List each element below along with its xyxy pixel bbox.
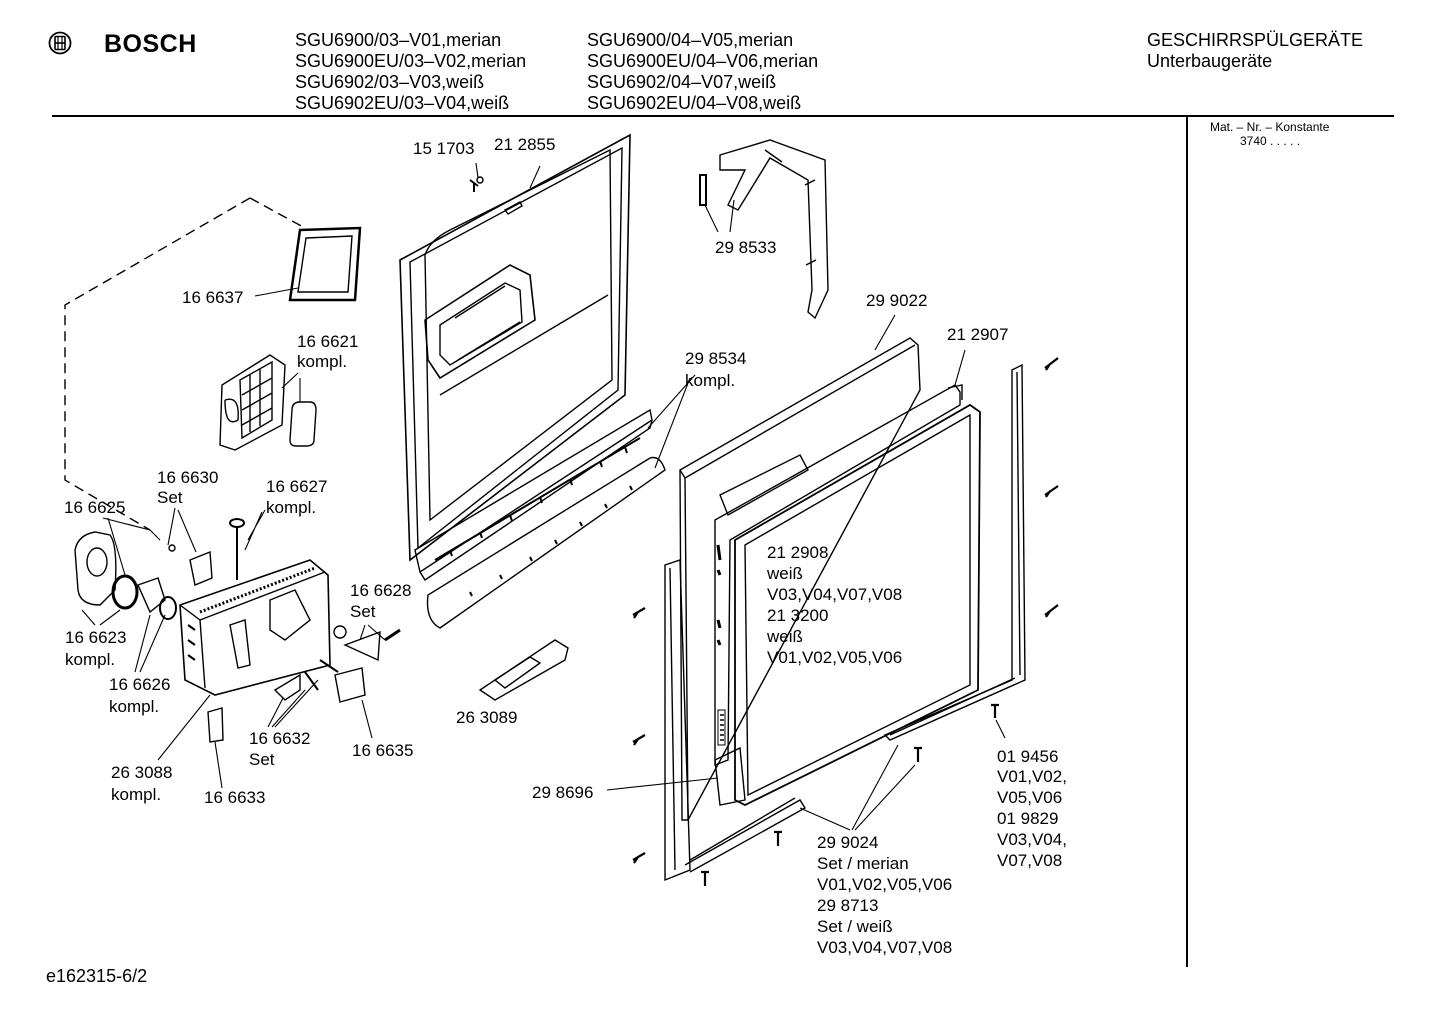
part-labels: 15 1703 21 2855 29 8533 16 6637 16 6621 … [64, 135, 1067, 957]
strip-part-298534 [414, 408, 666, 629]
part-note: V03,V04, [997, 830, 1067, 849]
grid-module-166621 [219, 354, 286, 451]
material-number-label: Mat. – Nr. – Konstante [1210, 120, 1330, 134]
door-inner-panel [399, 133, 631, 562]
frame-part-166637 [288, 226, 362, 302]
part-note: V03,V04,V07,V08 [767, 585, 902, 604]
part-label: 21 2855 [494, 135, 555, 154]
bracket-part-298533 [699, 139, 829, 320]
part-note: kompl. [111, 785, 161, 804]
exploded-parts-diagram: 15 1703 21 2855 29 8533 16 6637 16 6621 … [64, 133, 1067, 957]
model-entry: SGU6902/03–V03,weiß [295, 72, 485, 92]
part-note: Set [249, 750, 275, 769]
bracket-part-298696 [714, 746, 746, 806]
control-housing-263088 [179, 559, 331, 696]
glass-panel-212908 [717, 403, 981, 807]
header-rule [52, 115, 1394, 117]
part-label: 16 6635 [352, 741, 413, 760]
seal-pad [289, 401, 317, 447]
category-block: GESCHIRRSPÜLGERÄTE Unterbaugeräte [1147, 30, 1363, 93]
brand-name: BOSCH [104, 30, 197, 58]
part-label: 29 8534 [685, 349, 746, 368]
part-note: kompl. [297, 352, 347, 371]
part-label: 16 6633 [204, 788, 265, 807]
part-label: 21 2907 [947, 325, 1008, 344]
part-note: kompl. [266, 498, 316, 517]
part-label: 16 6623 [65, 628, 126, 647]
part-label: 01 9829 [997, 809, 1058, 828]
model-entry: SGU6902EU/03–V04,weiß [295, 93, 510, 113]
part-note: kompl. [109, 697, 159, 716]
part-note: V03,V04,V07,V08 [817, 938, 952, 957]
part-note: kompl. [685, 371, 735, 390]
outer-door-panel-299022 [679, 337, 921, 821]
part-label: 01 9456 [997, 747, 1058, 766]
part-note: Set [157, 488, 183, 507]
part-note: V01,V02,V05,V06 [817, 875, 952, 894]
part-note: Set [350, 602, 376, 621]
side-frame-left [664, 559, 806, 882]
part-label: 21 2908 [767, 543, 828, 562]
part-label: 29 8713 [817, 896, 878, 915]
screw-icon [632, 357, 1059, 886]
material-number-panel: Mat. – Nr. – Konstante 3740 . . . . . [1210, 120, 1329, 148]
drawing-code: e162315-6/2 [46, 966, 148, 986]
model-entry: SGU6900EU/04–V06,merian [587, 51, 819, 71]
inner-panel-212907 [714, 384, 963, 767]
part-label: 26 3089 [456, 708, 517, 727]
part-note: V05,V06 [997, 788, 1062, 807]
knob-part-166625 [74, 531, 177, 620]
part-label: 16 6630 [157, 468, 218, 487]
leader-lines [81, 162, 1006, 831]
side-frame-right [883, 363, 1026, 741]
assembly-dashed-line [64, 197, 306, 531]
part-note: kompl. [65, 650, 115, 669]
part-note: V01,V02,V05,V06 [767, 648, 902, 667]
part-label: 29 9024 [817, 833, 878, 852]
part-label: 16 6625 [64, 498, 125, 517]
category-subtitle: Unterbaugeräte [1147, 51, 1273, 71]
part-label: 15 1703 [413, 139, 474, 158]
part-label: 16 6621 [297, 332, 358, 351]
part-label: 29 8533 [715, 238, 776, 257]
part-label: 26 3088 [111, 763, 172, 782]
model-list-1: SGU6900/03–V01,merian SGU6900EU/03–V02,m… [295, 30, 526, 135]
model-list-2: SGU6900/04–V05,merian SGU6900EU/04–V06,m… [587, 30, 818, 135]
part-note: weiß [766, 564, 803, 583]
part-note: weiß [766, 627, 803, 646]
part-label: 29 8696 [532, 783, 593, 802]
part-note: Set / merian [817, 854, 909, 873]
part-note: Set / weiß [817, 917, 893, 936]
material-number-value: 3740 . . . . . [1240, 134, 1301, 148]
part-label: 16 6632 [249, 729, 310, 748]
part-label: 21 3200 [767, 606, 828, 625]
screw-icon [469, 179, 479, 192]
small-switch-parts [168, 518, 569, 743]
part-note: V01,V02, [997, 767, 1067, 786]
model-entry: SGU6902EU/04–V08,weiß [587, 93, 802, 113]
part-label: 16 6628 [350, 581, 411, 600]
part-label: 29 9022 [866, 291, 927, 310]
side-rule [1186, 117, 1188, 967]
model-entry: SGU6900/04–V05,merian [587, 30, 794, 50]
model-entry: SGU6900EU/03–V02,merian [295, 51, 527, 71]
model-entry: SGU6902/04–V07,weiß [587, 72, 777, 92]
bosch-logo-icon [48, 31, 72, 55]
part-label: 16 6637 [182, 288, 243, 307]
part-note: V07,V08 [997, 851, 1062, 870]
part-label: 16 6626 [109, 675, 170, 694]
part-label: 16 6627 [266, 477, 327, 496]
category-title: GESCHIRRSPÜLGERÄTE [1147, 30, 1364, 50]
model-entry: SGU6900/03–V01,merian [295, 30, 502, 50]
